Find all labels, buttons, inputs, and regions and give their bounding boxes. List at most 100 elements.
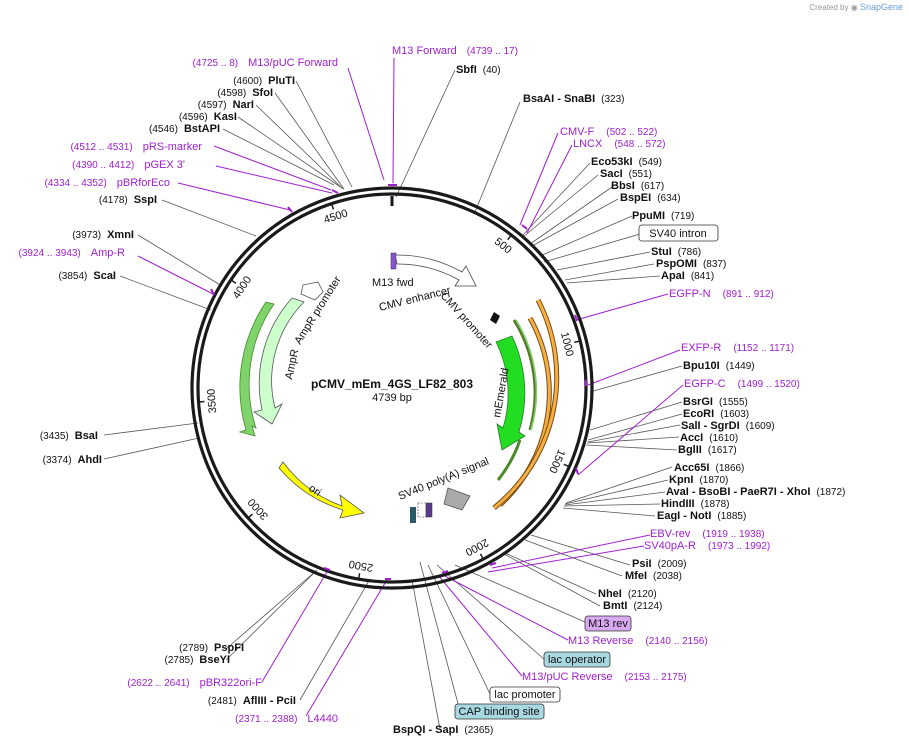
enzyme-label[interactable]: SalI - SgrDI(1609) <box>681 420 775 432</box>
primer-label[interactable]: (4390 .. 4412)pGEX 3' <box>72 159 185 171</box>
primer-label[interactable]: SV40pA-R(1973 .. 1992) <box>644 540 770 552</box>
enzyme-label[interactable]: EcoRI(1603) <box>683 408 749 420</box>
ampr-arrow <box>253 297 305 425</box>
orf-green-right <box>512 319 537 431</box>
primer-label[interactable]: CMV-F(502 .. 522) <box>560 126 657 138</box>
backbone-inner-strand <box>196 192 588 584</box>
enzyme-label[interactable]: EagI - NotI(1885) <box>657 510 746 522</box>
backbone-outer-strand <box>190 186 594 590</box>
position-tick-marks <box>198 203 581 580</box>
cmv-promoter-label: CMV promoter <box>438 290 495 351</box>
lac-operator-box <box>543 651 611 668</box>
m13-rev-label: M13 rev <box>588 618 628 630</box>
primer-label[interactable]: LNCX(548 .. 572) <box>573 138 666 150</box>
cap-binding-block <box>410 507 416 523</box>
enzyme-label[interactable]: Acc65I(1866) <box>674 462 744 474</box>
enzyme-label[interactable]: Bpu10I(1449) <box>683 360 755 372</box>
enzyme-label[interactable]: (2481)AflIII - PciI <box>208 695 296 707</box>
enzyme-label[interactable]: (4178)SspI <box>99 194 157 206</box>
enzyme-label[interactable]: (3374)AhdI <box>43 454 102 466</box>
snapgene-credit: Created by ◉ SnapGene <box>809 2 903 12</box>
primer-label[interactable]: (4725 .. 8)M13/pUC Forward <box>193 57 338 69</box>
enzyme-label[interactable]: SbfI(40) <box>456 64 501 76</box>
enzyme-label[interactable]: BglII(1617) <box>678 444 737 456</box>
primer-label[interactable]: EGFP-C(1499 .. 1520) <box>684 378 800 390</box>
primer-label[interactable]: M13 Forward(4739 .. 17) <box>392 45 518 57</box>
tick-mark <box>574 340 581 344</box>
enzyme-label[interactable]: (4598)SfoI <box>217 87 273 99</box>
enzyme-label[interactable]: (4546)BstAPI <box>149 123 220 135</box>
tick-mark <box>479 553 484 560</box>
orf-green-right-fill <box>515 319 538 431</box>
enzyme-label[interactable]: (2789)PspFI <box>179 642 244 654</box>
enzyme-label[interactable]: (4596)KasI <box>179 111 237 123</box>
credit-brand: SnapGene <box>859 2 903 12</box>
primer-label[interactable]: EXFP-R(1152 .. 1171) <box>681 342 794 354</box>
enzyme-label[interactable]: PpuMI(719) <box>632 210 694 222</box>
enzyme-label[interactable]: Eco53kI(549) <box>591 156 662 168</box>
primer-label[interactable]: (4512 .. 4531)pRS-marker <box>70 141 202 153</box>
primer-label[interactable]: (3924 .. 3943)Amp-R <box>19 247 126 259</box>
primer-label[interactable]: M13/pUC Reverse(2153 .. 2175) <box>522 671 687 683</box>
enzyme-label[interactable]: BsrGI(1555) <box>683 396 748 408</box>
enzyme-label[interactable]: (4597)NarI <box>198 99 254 111</box>
primer-label[interactable]: EBV-rev(1919 .. 1938) <box>650 528 765 540</box>
primer-label[interactable]: (4334 .. 4352)pBRforEco <box>45 177 170 189</box>
lac-promoter-label: lac promoter <box>494 689 555 701</box>
sv40-polya-label: SV40 poly(A) signal <box>397 455 491 502</box>
enzyme-label[interactable]: BsaAI - SnaBI(323) <box>523 93 625 105</box>
tick-mark <box>563 463 570 468</box>
sv40-polya-block <box>443 487 471 511</box>
tick-mark <box>357 573 361 580</box>
m13-fwd-marker <box>390 252 397 270</box>
enzyme-label[interactable]: (4600)PluTI <box>233 75 295 87</box>
primer-label[interactable]: M13 Reverse(2140 .. 2156) <box>568 635 708 647</box>
tick-label: 4000 <box>231 274 255 301</box>
orf-orange-outer2-fill <box>493 299 559 510</box>
tick-label: 3500 <box>206 388 220 413</box>
lac-operator-block <box>425 502 433 518</box>
enzyme-label[interactable]: BspEI(634) <box>620 192 681 204</box>
tick-mark <box>330 203 335 210</box>
enzyme-label[interactable]: HindIII(1878) <box>661 498 730 510</box>
enzyme-label[interactable]: BmtI(2124) <box>603 600 662 612</box>
enzyme-label[interactable]: (3854)ScaI <box>58 270 116 282</box>
enzyme-label[interactable]: MfeI(2038) <box>625 570 682 582</box>
enzyme-label[interactable]: StuI(786) <box>651 246 701 258</box>
m13-rev-box <box>584 615 632 632</box>
enzyme-label[interactable]: BbsI(617) <box>611 180 664 192</box>
tick-label: 1500 <box>546 447 567 474</box>
enzyme-label[interactable]: AccI(1610) <box>680 432 738 444</box>
enzyme-label[interactable]: (3435)BsaI <box>40 430 98 442</box>
enzyme-label[interactable]: PspOMI(837) <box>656 258 726 270</box>
primer-label[interactable]: EGFP-N(891 .. 912) <box>669 288 774 300</box>
plasmid-name: pCMV_mEm_4GS_LF82_803 <box>311 377 473 391</box>
primer-leader-lines <box>137 57 684 717</box>
tick-label: 500 <box>492 236 514 257</box>
primer-label[interactable]: (2371 .. 2388)L4440 <box>235 713 338 725</box>
enzyme-label[interactable]: PsiI(2009) <box>632 558 686 570</box>
cap-binding-site-box <box>454 703 545 720</box>
enzyme-label[interactable]: KpnI(1870) <box>669 474 728 486</box>
ampr-promoter-arrow <box>300 281 324 301</box>
enzyme-label[interactable]: NheI(2120) <box>598 588 657 600</box>
enzyme-label[interactable]: (2785)BseYI <box>165 654 230 666</box>
snapgene-logo-icon: ◉ <box>850 3 858 12</box>
m13-fwd-label: M13 fwd <box>372 277 414 289</box>
sv40-intron-label: SV40 intron <box>649 228 706 240</box>
enzyme-label[interactable]: ApaI(841) <box>661 270 714 282</box>
memerald-arrow <box>495 335 526 451</box>
enzyme-label[interactable]: AvaI - BsoBI - PaeR7I - XhoI(1872) <box>666 486 845 498</box>
lac-operator-label: lac operator <box>548 654 606 666</box>
cap-binding-site-label: CAP binding site <box>458 706 539 718</box>
ori-arrow <box>278 461 365 519</box>
tick-label: 2500 <box>348 557 374 573</box>
primer-label[interactable]: (2622 .. 2641)pBR322ori-F <box>127 677 262 689</box>
orf-green-lower <box>496 439 522 481</box>
enzyme-label[interactable]: SacI(551) <box>600 168 652 180</box>
enzyme-label[interactable]: BspQI - SapI(2365) <box>393 724 493 736</box>
ampr-label: AmpR <box>283 348 301 380</box>
enzyme-label[interactable]: (3973)XmnI <box>72 229 134 241</box>
tick-label: 4500 <box>322 207 349 226</box>
